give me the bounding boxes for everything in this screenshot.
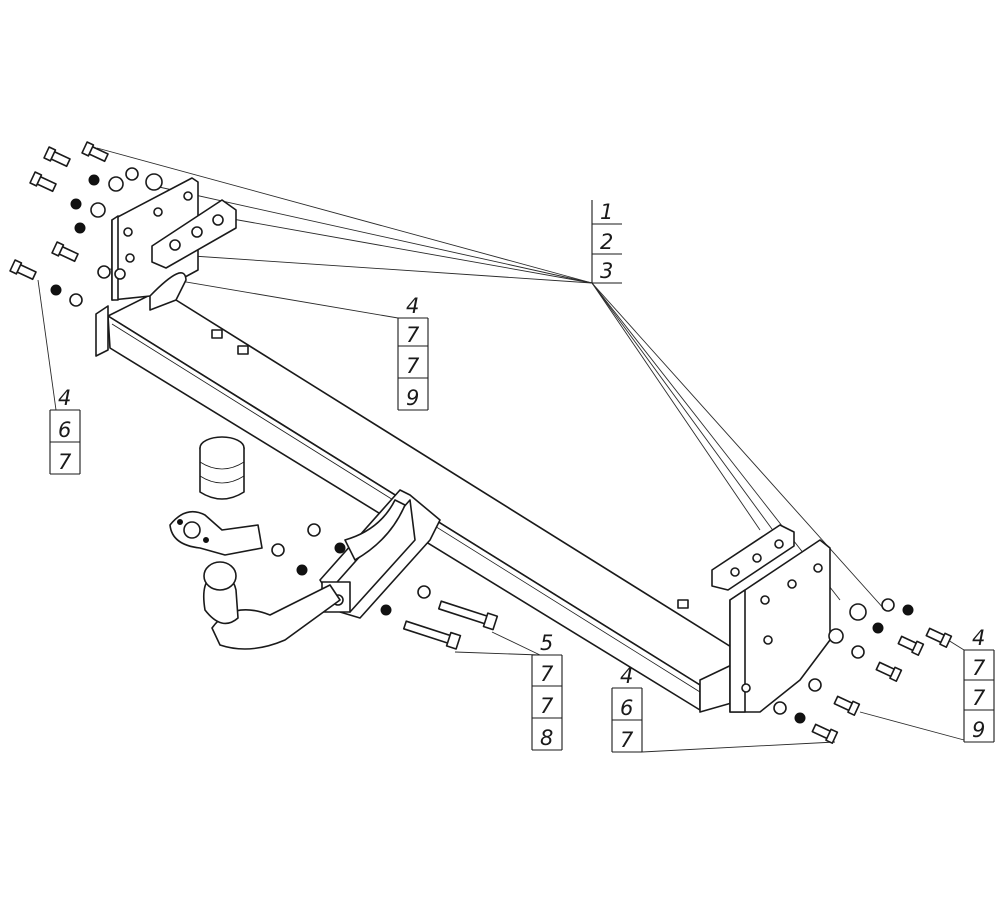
right-side-bracket: [729, 539, 831, 713]
callout-number: 7: [972, 686, 986, 710]
callout-number: 7: [406, 354, 420, 378]
callout-number: 6: [58, 418, 71, 442]
right-fasteners: [773, 598, 953, 744]
socket-plate: [169, 510, 263, 556]
callout-number: 7: [406, 323, 420, 347]
callout-4-7-7-9-right: 4 7 7 9: [963, 626, 995, 743]
callout-4-6-7-bottom: 4 6 7: [611, 664, 643, 753]
callout-number: 7: [58, 450, 72, 474]
callout-number: 3: [600, 259, 613, 283]
ball-neck: [202, 561, 341, 650]
callout-number: 4: [972, 626, 985, 650]
callout-number: 7: [972, 656, 986, 680]
callout-number: 8: [540, 726, 553, 750]
left-mounting-plate: [151, 199, 237, 269]
callout-number: 4: [406, 294, 419, 318]
callout-number: 7: [540, 662, 554, 686]
cross-beam: [95, 289, 753, 713]
callout-number: 2: [600, 230, 613, 254]
callout-number: 1: [600, 200, 613, 224]
callout-1-2-3: 1 2 3: [591, 200, 622, 284]
callout-4-6-7-left: 4 6 7: [49, 386, 81, 475]
callout-number: 7: [620, 728, 634, 752]
left-side-bracket: [111, 177, 199, 311]
callout-number: 4: [620, 664, 633, 688]
left-fasteners: [9, 141, 163, 307]
callout-number: 9: [406, 386, 419, 410]
callout-4-7-7-9-top: 4 7 7 9: [397, 294, 429, 411]
ball-cover: [199, 436, 245, 500]
callout-number: 9: [972, 718, 985, 742]
center-fasteners: [271, 523, 499, 650]
right-mounting-plate: [711, 524, 795, 591]
callout-number: 5: [540, 631, 553, 655]
callout-5-7-7-8: 5 7 7 8: [531, 631, 563, 751]
callout-number: 6: [620, 696, 633, 720]
center-tongue-bracket: [319, 489, 441, 619]
callout-number: 7: [540, 694, 554, 718]
callout-number: 4: [58, 386, 71, 410]
